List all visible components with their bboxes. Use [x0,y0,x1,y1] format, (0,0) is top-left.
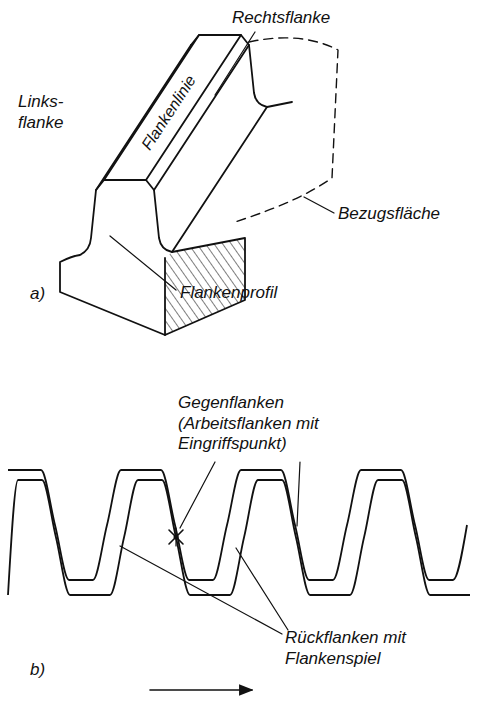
leader-line [297,462,300,526]
figure-letter: b) [30,660,45,681]
leader-line [236,548,288,630]
flank-label: Rückflanken mit Flankenspiel [285,628,455,669]
surface-label: Bezugsfläche [338,204,440,225]
section-edge [164,258,166,335]
leader-line [180,462,215,528]
flank-label: Links- flanke [18,92,80,133]
leader-line [215,32,255,95]
profile-label: Flankenprofil [180,283,277,304]
tip-edge [104,35,199,180]
motion-arrow [150,689,252,691]
flank-label: Rechtsflanke [232,8,330,29]
lower-gear-profile [8,480,470,595]
flank-label: Gegenflanken (Arbeitsflanken mit Eingrif… [178,393,383,455]
leader-line [120,546,282,634]
front-profile [60,180,245,335]
leader-line [110,236,176,290]
upper-gear-profile [8,470,467,580]
root-edge [172,107,267,252]
back-profile [191,35,292,107]
reference-surface [235,38,338,222]
figure-letter: a) [30,284,45,305]
leader-line [304,197,334,213]
